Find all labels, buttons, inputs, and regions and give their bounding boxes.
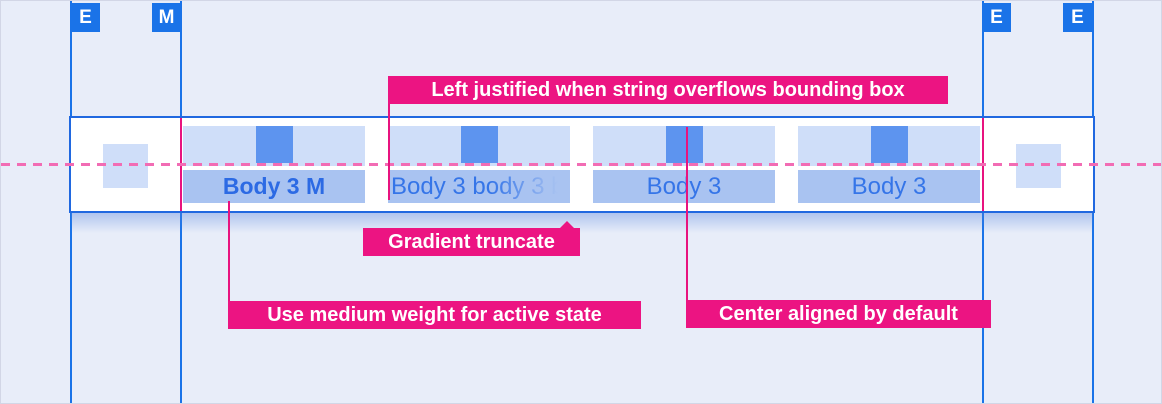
spacing-marker-e-left: E [71, 3, 100, 32]
annotation-gradient-truncate: Gradient truncate [363, 221, 580, 256]
annotation-center-aligned: Center aligned by default [686, 300, 991, 328]
tab-icon-placeholder [665, 126, 703, 163]
tab-label-highlight: Body 3 [593, 170, 775, 203]
tab-item-default[interactable]: Body 3 [798, 126, 980, 204]
leader-line-left-justified [388, 104, 390, 200]
tab-label-highlight: Body 3 [798, 170, 980, 203]
tab-item-default[interactable]: Body 3 [593, 126, 775, 204]
tab-item-overflow[interactable]: Body 3 body 3 b [388, 126, 570, 204]
caret-up-icon [559, 221, 575, 229]
gradient-truncate-fade [490, 170, 570, 203]
tab-icon-placeholder [255, 126, 293, 163]
annotation-medium-weight: Use medium weight for active state [228, 301, 641, 329]
tab-label-highlight: Body 3 M [183, 170, 365, 203]
annotation-left-justified: Left justified when string overflows bou… [388, 76, 948, 104]
leader-line-center-aligned [686, 127, 688, 300]
spacing-marker-e-right-outer: E [1063, 3, 1092, 32]
leader-line-medium-weight [228, 201, 230, 301]
tab-icon-placeholder [460, 126, 498, 163]
spacing-marker-e-right-inner: E [982, 3, 1011, 32]
baseline-dashed-line [1, 163, 1161, 166]
tab-bar-shadow [71, 213, 1093, 233]
edge-spacing-square-left [103, 144, 148, 188]
tab-item-active[interactable]: Body 3 M [183, 126, 365, 204]
tab-icon-placeholder [870, 126, 908, 163]
annotation-gradient-truncate-text: Gradient truncate [388, 231, 555, 253]
spacing-marker-m: M [152, 3, 181, 32]
edge-spacing-square-right [1016, 144, 1061, 188]
